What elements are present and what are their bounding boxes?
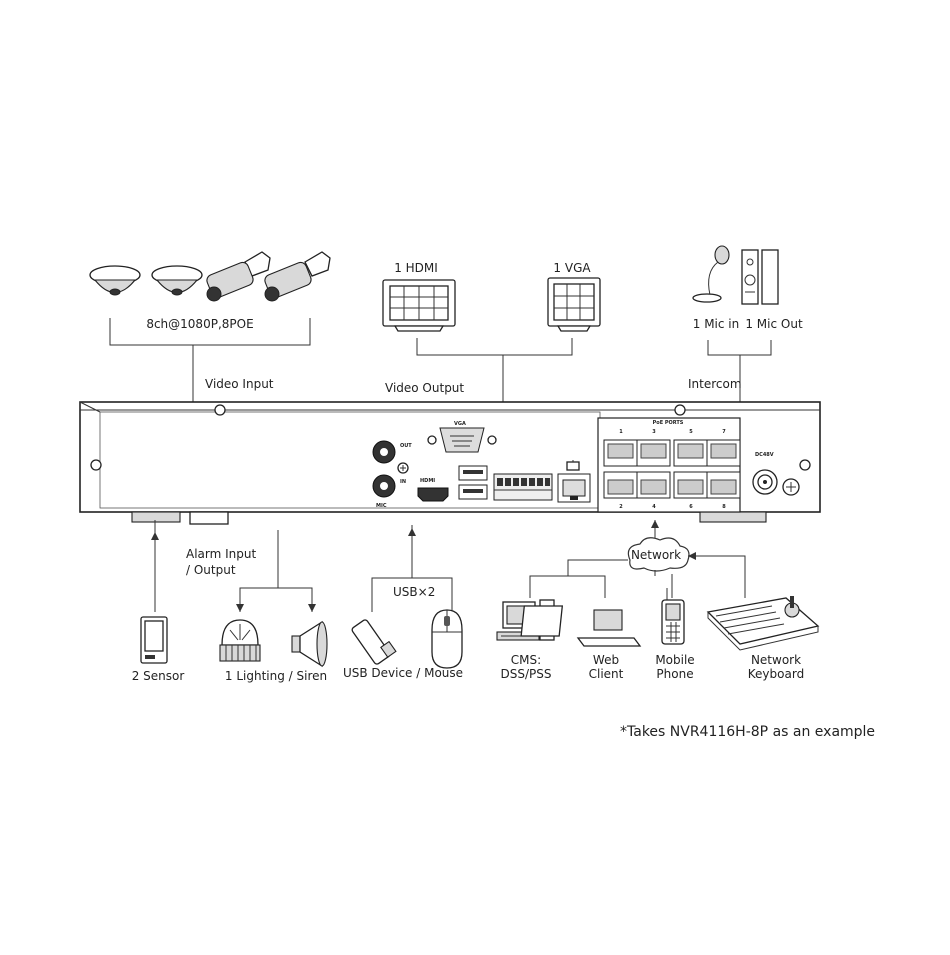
footnote: *Takes NVR4116H-8P as an example — [620, 724, 875, 740]
mic-in-label: 1 Mic in — [693, 317, 740, 331]
mobile-phone-icon — [661, 588, 685, 645]
poe-port-5[interactable] — [673, 439, 708, 467]
vga-port-label: VGA — [454, 421, 466, 427]
usb-device-mouse-label: USB Device / Mouse — [343, 666, 463, 680]
bullet-camera-icon — [264, 251, 331, 302]
alarm-light-icon — [219, 619, 261, 662]
poe-ports-label: PoE PORTS — [653, 420, 684, 426]
foot-pad — [131, 511, 181, 523]
network-keyboard-label-line1: Network — [751, 653, 801, 667]
poe-port-number: 1 — [619, 429, 623, 435]
mic-port-label: MIC — [376, 503, 387, 509]
poe-port-4[interactable] — [636, 471, 671, 499]
network-label: Network — [631, 548, 681, 562]
alarm-label-line2: / Output — [186, 563, 236, 577]
mobile-phone-label-line1: Mobile — [655, 653, 694, 667]
microphone-icon — [692, 245, 730, 303]
video-output-label: Video Output — [385, 381, 464, 395]
audio-out-port[interactable] — [372, 440, 396, 464]
speaker-icon — [741, 249, 779, 305]
screw-icon — [90, 459, 102, 471]
network-keyboard-label-line2: Keyboard — [748, 667, 804, 681]
dome-camera-icon — [151, 265, 203, 296]
laptop-icon — [520, 605, 642, 647]
screw-icon — [214, 404, 226, 416]
network-port[interactable] — [557, 473, 591, 503]
poe-port-3[interactable] — [636, 439, 671, 467]
hdmi-port-label: HDMI — [420, 478, 435, 484]
door-sensor-icon — [140, 616, 168, 664]
power-port-label: DC48V — [755, 452, 774, 458]
audio-in-port-label: IN — [400, 479, 406, 485]
mobile-phone-label-line2: Phone — [656, 667, 693, 681]
poe-port-6[interactable] — [673, 471, 708, 499]
nvr-rear-panel: OUT IN MIC VGA HDMI — [79, 401, 821, 525]
network-icon — [566, 460, 580, 471]
foot-pad — [699, 511, 767, 523]
hdmi-port[interactable] — [417, 487, 449, 502]
camera-spec-label: 8ch@1080P,8POE — [146, 317, 253, 331]
poe-port-8[interactable] — [706, 471, 741, 499]
poe-port-number: 6 — [689, 504, 693, 510]
cms-label-line2: DSS/PSS — [501, 667, 552, 681]
usb-port[interactable] — [458, 484, 488, 500]
web-client-label-line1: Web — [593, 653, 619, 667]
cms-label-line1: CMS: — [511, 653, 541, 667]
lighting-siren-label: 1 Lighting / Siren — [225, 669, 327, 683]
intercom-label: Intercom — [688, 377, 742, 391]
poe-port-number: 7 — [722, 429, 726, 435]
ground-icon — [397, 462, 409, 474]
poe-port-number: 4 — [652, 504, 656, 510]
web-client-label-line2: Client — [589, 667, 624, 681]
poe-port-7[interactable] — [706, 439, 741, 467]
poe-port-number: 2 — [619, 504, 623, 510]
siren-icon — [291, 620, 328, 668]
foot-pad — [189, 511, 229, 525]
poe-port-2[interactable] — [603, 471, 638, 499]
poe-port-number: 3 — [652, 429, 656, 435]
alarm-terminal-block[interactable] — [493, 473, 553, 501]
mouse-icon — [431, 609, 463, 669]
ground-terminal-icon — [782, 478, 800, 496]
power-port[interactable] — [752, 469, 778, 495]
dome-camera-icon — [89, 265, 141, 296]
bullet-camera-icon — [206, 251, 271, 302]
vga-port[interactable] — [427, 427, 497, 453]
poe-port-number: 5 — [689, 429, 693, 435]
camera-group: 8ch@1080P,8POE — [89, 251, 331, 331]
video-input-label: Video Input — [205, 377, 274, 391]
poe-port-number: 8 — [722, 504, 726, 510]
hdmi-monitor-icon — [382, 279, 456, 332]
usb-x2-label: USB×2 — [393, 585, 435, 599]
network-cloud-icon — [627, 537, 690, 572]
audio-in-port[interactable] — [372, 474, 396, 498]
vga-label: 1 VGA — [553, 261, 591, 275]
usb-flash-drive-icon — [351, 619, 397, 665]
poe-port-1[interactable] — [603, 439, 638, 467]
network-keyboard-icon — [706, 596, 820, 651]
alarm-label-line1: Alarm Input — [186, 547, 256, 561]
hdmi-label: 1 HDMI — [394, 261, 438, 275]
sensor-label: 2 Sensor — [132, 669, 185, 683]
audio-out-port-label: OUT — [400, 443, 412, 449]
screw-icon — [799, 459, 811, 471]
usb-port[interactable] — [458, 465, 488, 481]
screw-icon — [674, 404, 686, 416]
vga-monitor-icon — [547, 277, 601, 332]
mic-out-label: 1 Mic Out — [745, 317, 803, 331]
